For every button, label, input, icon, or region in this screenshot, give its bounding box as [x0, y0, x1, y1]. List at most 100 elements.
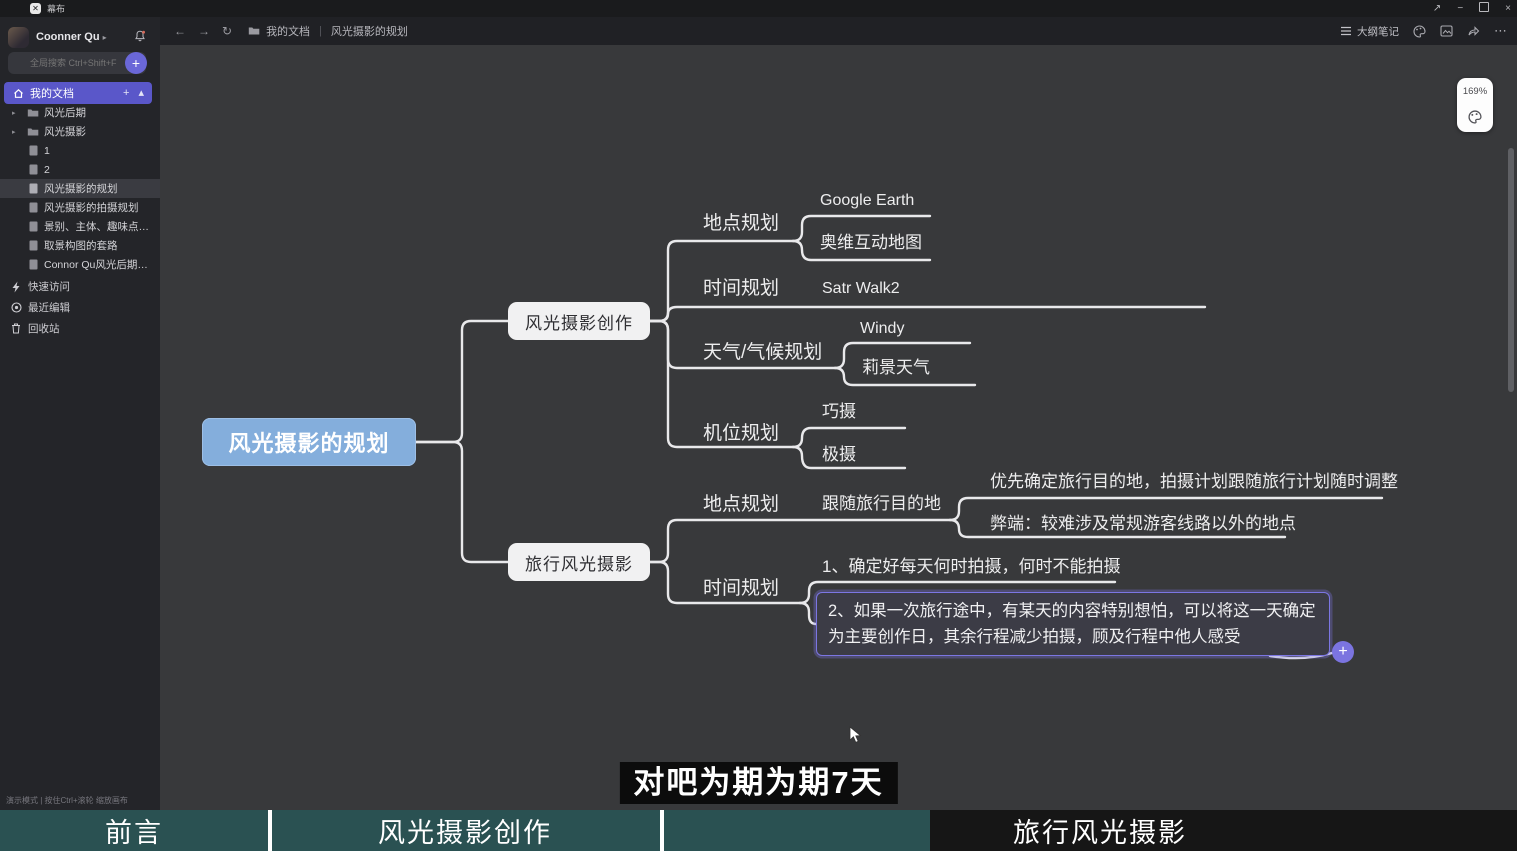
breadcrumb-divider: | [319, 25, 322, 37]
chapter-segment[interactable]: 旅行风光摄影 [1013, 818, 1187, 848]
mindmap-node[interactable]: 优先确定旅行目的地，拍摄计划跟随旅行计划随时调整 [990, 472, 1398, 491]
document-icon [29, 202, 38, 213]
doc-title: 取景构图的套路 [44, 240, 118, 252]
mindmap-node[interactable]: 时间规划 [703, 578, 780, 599]
mindmap-node[interactable]: 弊端：较难涉及常规游客线路以外的地点 [990, 514, 1296, 533]
doc-title: 风光摄影的拍摄规划 [44, 202, 139, 214]
chapter-segment-upcoming-bg [930, 810, 1517, 851]
sidebar-shortcuts: 快速访问 最近编辑 回收站 [0, 276, 160, 339]
search-input[interactable] [8, 52, 146, 74]
new-document-button[interactable]: + [125, 52, 147, 74]
mindmap-root-node[interactable]: 风光摄影的规划 [202, 418, 416, 466]
mindmap-node[interactable]: 奥维互动地图 [820, 233, 922, 252]
doc-title: 风光摄影的规划 [44, 183, 118, 195]
expand-caret-icon[interactable]: ▸ [12, 128, 16, 136]
mindmap-canvas[interactable]: 风光摄影的规划 风光摄影创作 旅行风光摄影 地点规划 Google Earth … [160, 45, 1517, 810]
sidebar-item-quick-access[interactable]: 快速访问 [0, 276, 160, 297]
chapter-segment[interactable] [666, 810, 928, 851]
forward-icon[interactable]: → [198, 24, 210, 38]
sidebar-folder[interactable]: ▸ 风光摄影 [0, 122, 160, 141]
sidebar-item-recent[interactable]: 最近编辑 [0, 297, 160, 318]
mindmap-node[interactable]: 莉景天气 [862, 358, 930, 377]
document-icon [29, 145, 38, 156]
doc-title: 风光摄影 [44, 126, 86, 138]
minimize-icon[interactable]: − [1457, 2, 1464, 14]
more-icon[interactable]: ⋯ [1494, 23, 1507, 38]
doc-title: 风光后期 [44, 107, 86, 119]
sidebar-doc[interactable]: 取景构图的套路 [0, 236, 160, 255]
share-icon[interactable] [1467, 25, 1480, 37]
mindmap-node[interactable]: Satr Walk2 [822, 280, 900, 297]
sidebar-doc[interactable]: Connor Qu风光后期思维导图 [0, 255, 160, 274]
folder-icon [27, 108, 39, 118]
shortcut-label: 快速访问 [28, 281, 70, 293]
outline-notes-label: 大纲笔记 [1357, 25, 1399, 38]
sidebar-item-trash[interactable]: 回收站 [0, 318, 160, 339]
mindmap-node[interactable]: 机位规划 [703, 423, 780, 444]
app-logo-icon: ✕ [30, 3, 41, 14]
sidebar-item-my-docs[interactable]: 我的文档 + ▴ [4, 82, 152, 104]
notifications-bell-icon[interactable] [134, 30, 146, 42]
outline-notes-button[interactable]: 大纲笔记 [1340, 24, 1399, 39]
sidebar-doc-selected[interactable]: 风光摄影的规划 [0, 179, 160, 198]
sidebar-doc[interactable]: 风光摄影的拍摄规划 [0, 198, 160, 217]
mindmap-node[interactable]: Google Earth [820, 192, 915, 209]
close-icon[interactable]: × [1505, 2, 1511, 14]
window-controls: ↗ − × [1433, 0, 1511, 17]
sidebar-doc[interactable]: 1 [0, 141, 160, 160]
mindmap-node[interactable]: 巧摄 [822, 402, 856, 421]
mindmap-node[interactable]: 天气/气候规划 [703, 342, 823, 363]
app-title: 幕布 [47, 4, 66, 14]
refresh-icon[interactable]: ↻ [222, 24, 233, 38]
search-row: + [0, 52, 160, 78]
doc-title: 1 [44, 144, 50, 157]
vertical-scrollbar[interactable] [1508, 148, 1514, 392]
mindmap-node[interactable]: 地点规划 [703, 213, 780, 234]
mindmap-node[interactable]: Windy [860, 320, 905, 337]
user-menu[interactable]: Coonner Qu ▸ [0, 23, 160, 51]
chapter-segment[interactable]: 风光摄影创作 [378, 818, 552, 848]
zoom-widget[interactable]: 169% [1457, 78, 1493, 132]
add-child-node-button[interactable]: + [1332, 641, 1354, 663]
theme-palette-icon[interactable] [1468, 110, 1482, 124]
avatar[interactable] [8, 26, 29, 48]
doc-title: 景别、主体、趣味点与取景… [44, 221, 154, 233]
mindmap-node[interactable]: 1、确定好每天何时拍摄，何时不能拍摄 [822, 557, 1121, 576]
export-image-icon[interactable] [1440, 25, 1453, 37]
document-icon [29, 240, 38, 251]
breadcrumb-folder[interactable]: 我的文档 [266, 26, 311, 38]
doc-title: Connor Qu风光后期思维导图 [44, 259, 154, 271]
sidebar-doc[interactable]: 景别、主体、趣味点与取景… [0, 217, 160, 236]
add-doc-icon[interactable]: + [123, 86, 130, 99]
sidebar-footer-hint: 演示模式 | 按住Ctrl+滚轮 缩放画布 [6, 796, 128, 805]
mindmap-connectors [414, 214, 1384, 660]
back-icon[interactable]: ← [174, 24, 186, 38]
document-icon [29, 183, 38, 194]
sidebar-folder[interactable]: ▸ 风光后期 [0, 103, 160, 122]
mindmap-node[interactable]: 跟随旅行目的地 [822, 494, 941, 513]
user-name: Coonner Qu [36, 31, 100, 43]
mindmap-node-selected[interactable]: 2、如果一次旅行途中，有某天的内容特别想怕，可以将这一天确定为主要创作日，其余行… [816, 592, 1330, 656]
sidebar: Coonner Qu ▸ + 我的文档 + ▴ ▸ [0, 17, 161, 810]
chapter-divider [268, 810, 272, 851]
home-icon [13, 88, 24, 99]
hamburger-icon [1341, 26, 1351, 36]
chapter-bar: 前言 风光摄影创作 旅行风光摄影 [0, 810, 1517, 851]
collapse-icon[interactable]: ▴ [138, 86, 144, 99]
maximize-icon[interactable] [1479, 2, 1490, 15]
sidebar-doc[interactable]: 2 [0, 160, 160, 179]
mindmap-node[interactable]: 时间规划 [703, 278, 780, 299]
chapter-segment[interactable]: 前言 [105, 818, 163, 848]
mindmap-node[interactable]: 旅行风光摄影 [508, 543, 650, 581]
mindmap-node[interactable]: 风光摄影创作 [508, 302, 650, 340]
my-docs-label: 我的文档 [30, 88, 74, 100]
expand-caret-icon[interactable]: ▸ [12, 109, 16, 117]
theme-palette-icon[interactable] [1413, 24, 1426, 38]
popout-icon[interactable]: ↗ [1432, 2, 1442, 14]
mindmap-node[interactable]: 地点规划 [703, 494, 780, 515]
document-icon [29, 164, 38, 175]
mindmap-node[interactable]: 极摄 [822, 445, 856, 464]
document-icon [29, 259, 38, 270]
zoom-level: 169% [1462, 86, 1488, 97]
